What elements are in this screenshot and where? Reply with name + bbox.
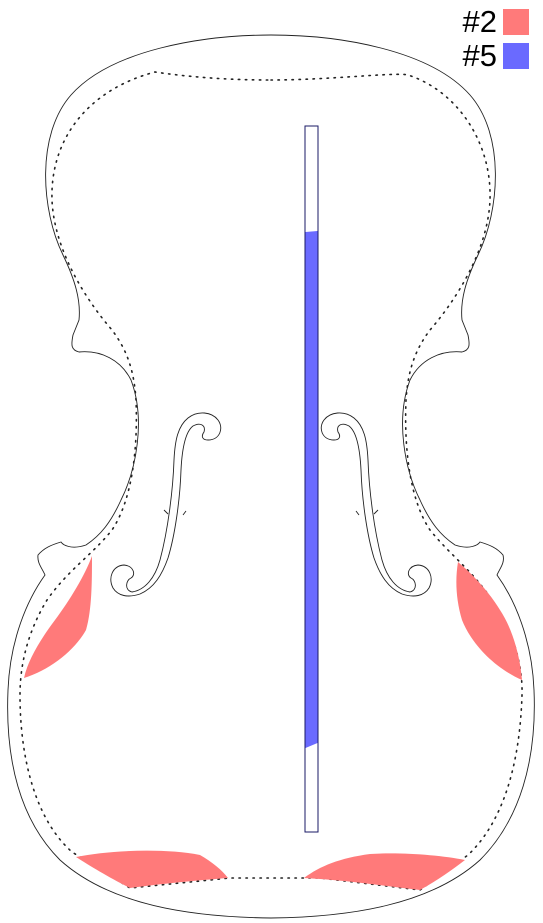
region-2-bottom-right [304, 853, 465, 890]
region-2-right-lower-bout [456, 562, 522, 680]
region-2-left-lower-bout [24, 556, 92, 678]
region-2-bottom-left [76, 850, 228, 888]
left-f-hole [110, 412, 222, 597]
legend-label: #2 [462, 4, 497, 39]
legend-entry-5: #5 [463, 40, 529, 72]
legend: #2 #5 [463, 6, 529, 72]
legend-swatch [503, 43, 529, 69]
legend-label: #5 [462, 38, 497, 73]
legend-swatch [503, 9, 529, 35]
purfling-dotted-line [19, 71, 523, 891]
right-f-hole [320, 412, 432, 597]
violin-body-outline [7, 34, 535, 919]
legend-entry-2: #2 [463, 6, 529, 38]
region-5-center-bar-fill [305, 231, 318, 748]
left-f-hole-nick [163, 509, 187, 516]
right-f-hole-nick [355, 509, 379, 516]
